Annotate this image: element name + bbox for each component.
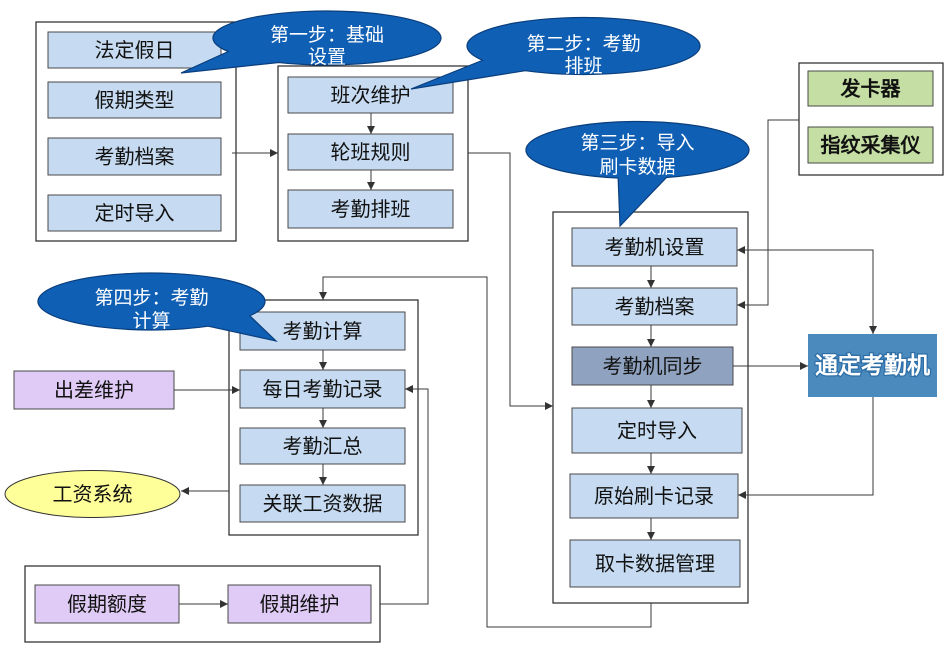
box-shape [571,407,743,454]
box-label: 通定考勤机 [815,352,930,379]
box-label: 考勤档案 [615,295,695,319]
machine-settings-box: 考勤机设置 [571,227,738,267]
leave-quota-box: 假期额度 [34,584,180,624]
scheduled-import-box-step3: 定时导入 [571,407,743,454]
linked-payroll-data-box: 关联工资数据 [239,484,406,523]
box-label: 假期类型 [95,88,175,112]
attendance-calculation-box: 考勤计算 [239,311,406,351]
callout-line1: 第三步：导入 [580,132,694,154]
step3-callout: 第三步：导入 刷卡数据 [525,120,750,228]
box-label: 考勤档案 [95,145,175,169]
box-shape [13,370,175,410]
connector-import-to-calculation [319,276,652,628]
raw-punch-records-box: 原始刷卡记录 [569,473,739,519]
box-shape [807,126,934,164]
box-label: 定时导入 [95,201,175,225]
attendance-machine-box: 通定考勤机 [808,334,937,397]
leave-maintenance-box: 假期维护 [227,584,372,624]
callout-shape [525,120,750,228]
box-shape [47,81,222,119]
attendance-scheduling-box: 考勤排班 [287,189,454,229]
box-shape [47,137,222,176]
box-shape [287,189,454,229]
box-label: 出差维护 [54,378,134,402]
box-shape [808,334,937,397]
daily-attendance-records-box: 每日考勤记录 [239,369,406,409]
callout-line2: 设置 [308,46,346,68]
box-shape [47,194,222,232]
step1-callout: 第一步：基础 设置 [180,10,442,74]
leave-type-box: 假期类型 [47,81,222,119]
box-label: 原始刷卡记录 [594,484,714,508]
connector-machine-to-raw-records [738,397,874,499]
callout-shape [180,10,442,74]
payroll-system-ellipse: 工资系统 [4,470,181,518]
statutory-holiday-box: 法定假日 [47,31,222,69]
box-label: 假期维护 [260,592,340,616]
box-label: 班次维护 [331,83,411,107]
box-label: 定时导入 [617,419,697,443]
punch-data-management-box: 取卡数据管理 [569,539,741,588]
callout-line1: 第一步：基础 [270,24,384,46]
box-label: 每日考勤记录 [263,377,383,401]
box-shape [239,484,406,523]
box-label: 法定假日 [95,38,175,62]
business-trip-box: 出差维护 [13,370,175,410]
box-shape [807,70,934,107]
machine-sync-box: 考勤机同步 [571,346,734,386]
callout-shape [37,272,278,343]
ellipse-label: 工资系统 [53,482,133,506]
box-shape [47,31,222,69]
box-label: 考勤机设置 [605,235,705,259]
box-shape [287,133,454,171]
step2-callout: 第二步：考勤 排班 [410,16,701,90]
box-shape [571,346,734,386]
card-issuer-box: 发卡器 [807,70,934,107]
box-label: 考勤计算 [283,319,363,343]
callout-line1: 第二步：考勤 [526,33,640,55]
box-label: 假期额度 [67,592,147,616]
box-label: 考勤机同步 [603,354,703,378]
box-label: 轮班规则 [331,140,411,164]
attendance-file-box: 考勤档案 [47,137,222,176]
connector-scheduling-to-import [468,152,553,410]
callout-line2: 排班 [564,55,602,77]
box-label: 指纹采集仪 [821,133,922,157]
box-shape [239,369,406,409]
box-shape [227,584,372,624]
callout-line2: 刷卡数据 [599,156,675,178]
callout-line2: 计算 [132,310,170,332]
attendance-summary-box: 考勤汇总 [239,427,406,465]
scheduled-import-box: 定时导入 [47,194,222,232]
ellipse-shape [4,470,181,518]
fingerprint-scanner-box: 指纹采集仪 [807,126,934,164]
box-shape [571,287,738,326]
box-shape [239,311,406,351]
callout-line1: 第四步：考勤 [94,287,208,309]
attendance-file-box-step3: 考勤档案 [571,287,738,326]
box-label: 关联工资数据 [263,492,383,516]
callout-shape [410,16,701,90]
box-shape [569,539,741,588]
box-shape [569,473,739,519]
shift-rotation-rule-box: 轮班规则 [287,133,454,171]
box-shape [34,584,180,624]
box-label: 发卡器 [840,77,902,101]
step4-callout: 第四步：考勤 计算 [37,272,278,343]
box-shape [571,227,738,267]
connector-machine-settings-bidirectional [737,246,877,334]
box-label: 考勤排班 [331,197,411,221]
box-label: 取卡数据管理 [595,552,715,576]
connector-leave-to-daily-records [380,385,429,605]
box-shape [239,427,406,465]
box-label: 考勤汇总 [283,434,363,458]
